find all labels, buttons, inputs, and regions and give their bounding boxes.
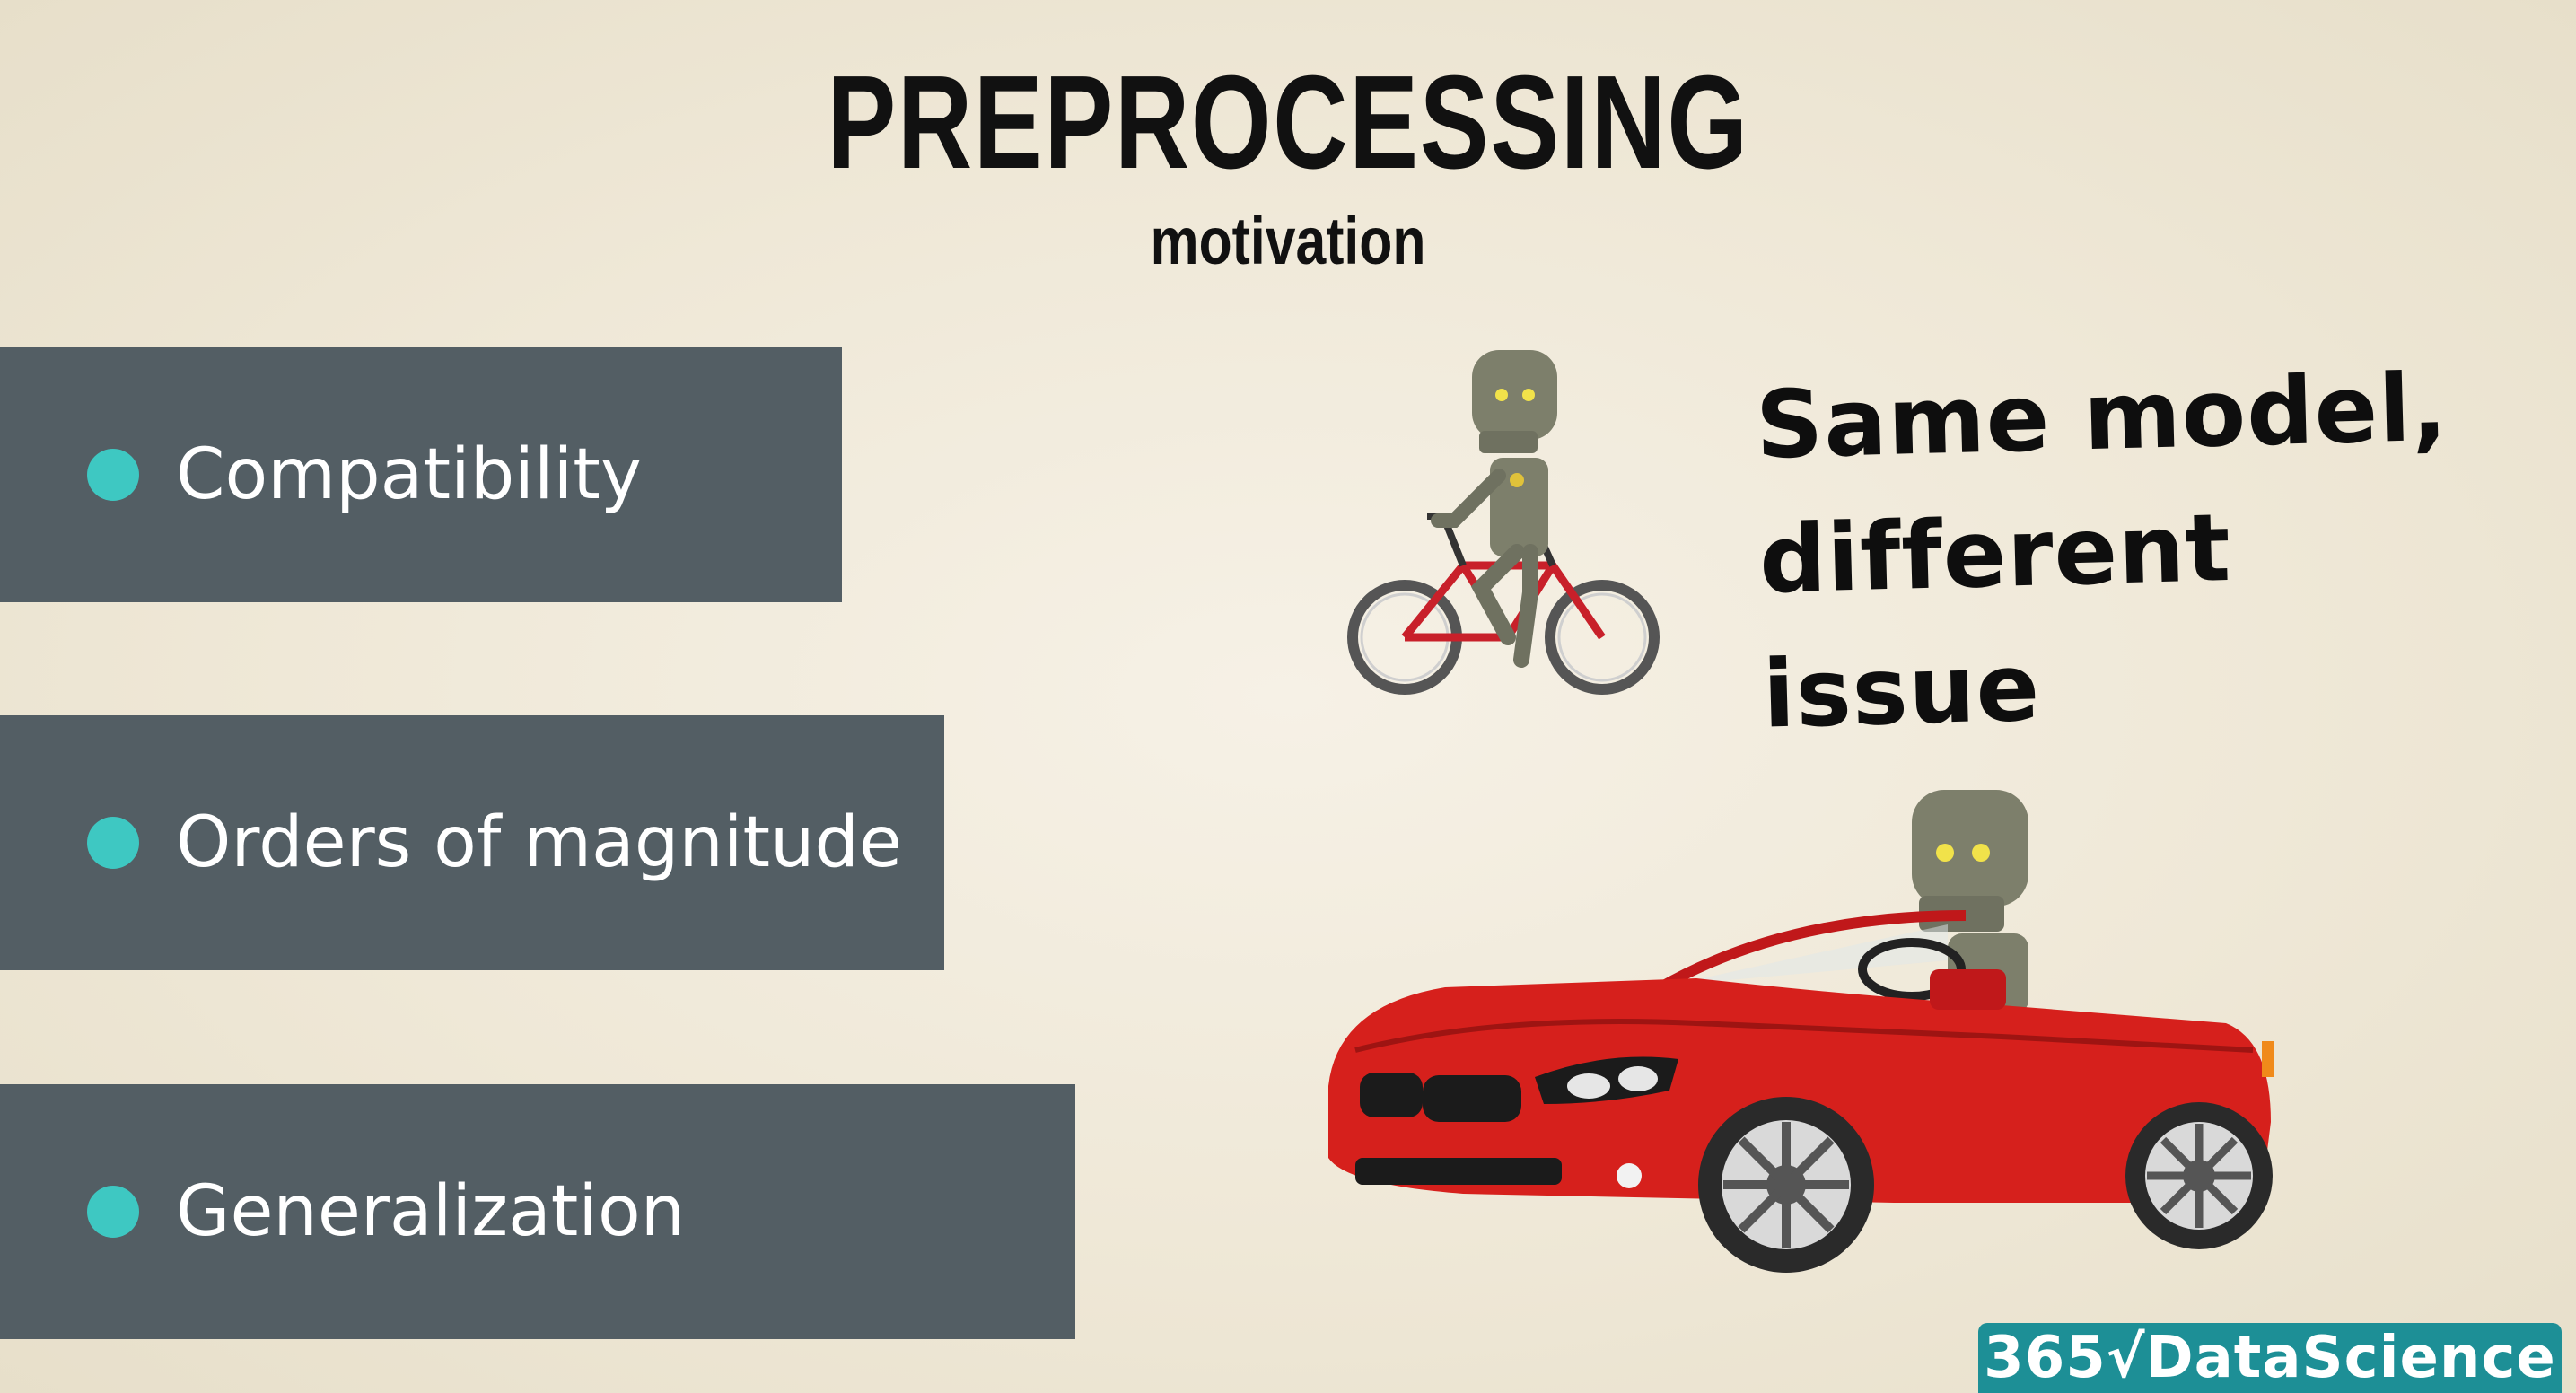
bullet-bar-compatibility: Compatibility — [0, 347, 842, 602]
slide-subtitle: motivation — [1150, 204, 1426, 278]
bullet-label: Compatibility — [176, 434, 642, 515]
bullet-bar-generalization: Generalization — [0, 1084, 1075, 1339]
bullet-bar-orders-of-magnitude: Orders of magnitude — [0, 715, 944, 970]
bullet-dot-icon — [87, 1186, 139, 1238]
brand-logo: 365√DataScience — [1978, 1323, 2562, 1393]
robot-car-icon — [1328, 790, 2274, 1273]
handwritten-note: Same model, different issue — [1754, 338, 2500, 761]
robot-bicycle-icon — [1347, 350, 1660, 695]
bullet-dot-icon — [87, 817, 139, 869]
note-line-1: Same model, — [1754, 352, 2449, 480]
bullet-dot-icon — [87, 449, 139, 501]
bullet-label: Orders of magnitude — [176, 802, 902, 883]
brand-logo-text: 365√DataScience — [1984, 1325, 2556, 1391]
slide-title: PREPROCESSING — [827, 48, 1749, 197]
bullet-label: Generalization — [176, 1171, 686, 1252]
note-line-2: different issue — [1757, 492, 2233, 749]
